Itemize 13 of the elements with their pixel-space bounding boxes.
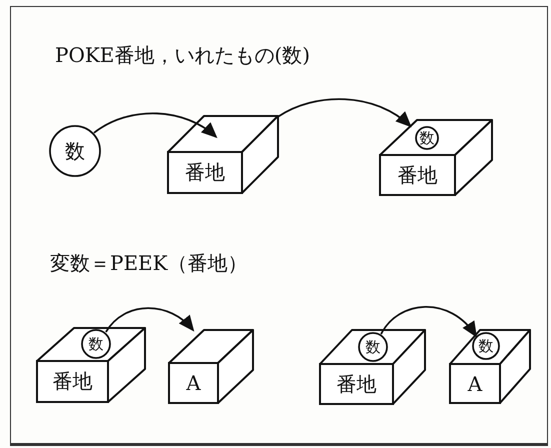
- number-circle: 数: [81, 329, 111, 359]
- section-heading: 変数＝PEEK（番地）: [50, 250, 248, 277]
- curved-arrow: [93, 112, 218, 138]
- number-circle: 数: [49, 125, 101, 177]
- number-circle: 数: [472, 332, 500, 360]
- number-circle: 数: [358, 332, 388, 362]
- curved-arrow: [278, 98, 412, 128]
- curved-arrow: [380, 306, 478, 338]
- memory-box: 数 番地: [37, 328, 145, 402]
- curved-arrow: [105, 307, 194, 333]
- section-heading: POKE番地，いれたもの(数): [55, 42, 310, 69]
- memory-box: 数 番地: [320, 330, 425, 404]
- memory-box: A: [169, 330, 253, 403]
